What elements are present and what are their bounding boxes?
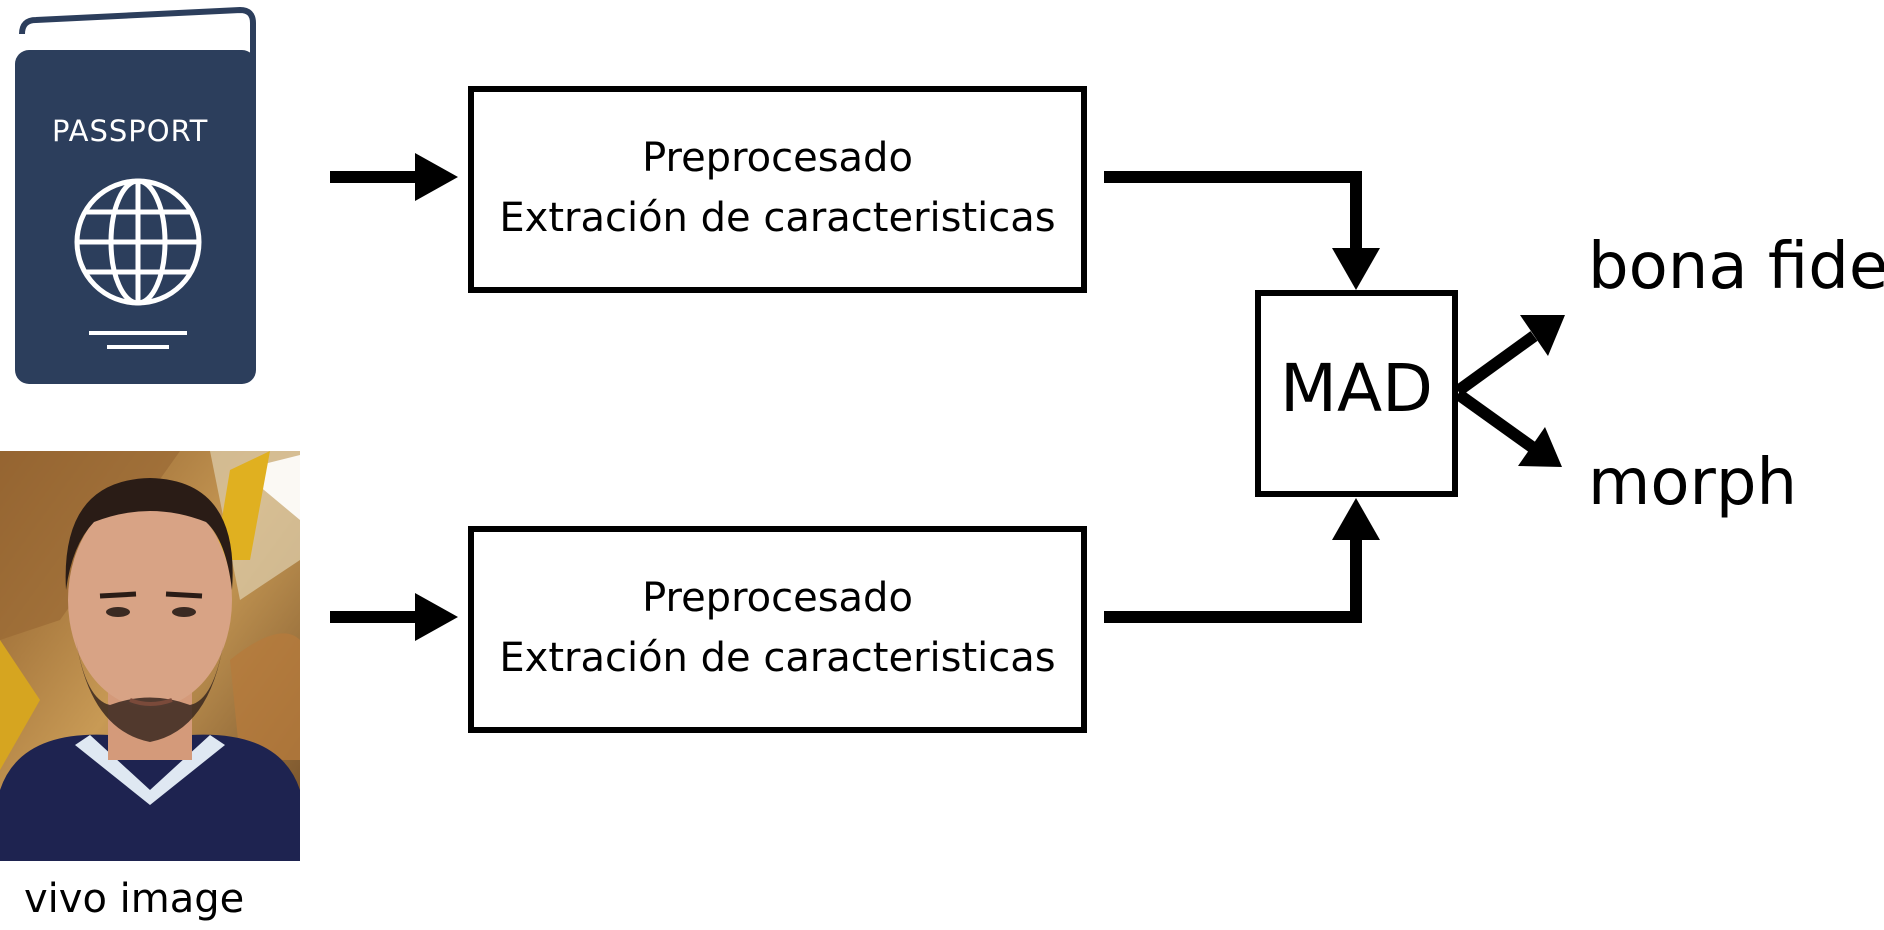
passport-icon: [15, 6, 256, 384]
connector-top-to-mad: [1104, 171, 1380, 290]
top-box-label: Preprocesado Extración de caracteristica…: [474, 128, 1081, 248]
mad-box: [1255, 290, 1458, 497]
photo-caption: vivo image: [24, 876, 245, 922]
globe-icon: [74, 178, 202, 306]
top-box-line2: Extración de caracteristicas: [499, 195, 1056, 241]
arrow-to-bona-fide: [1454, 315, 1565, 396]
bona-fide-label: bona fide: [1588, 230, 1884, 304]
top-box-line1: Preprocesado: [642, 135, 913, 181]
bottom-processing-box: [468, 526, 1087, 733]
bottom-box-label: Preprocesado Extración de caracteristica…: [474, 568, 1081, 688]
arrow-to-morph: [1454, 389, 1562, 467]
passport-title: PASSPORT: [52, 114, 209, 148]
bottom-box-line2: Extración de caracteristicas: [499, 635, 1056, 681]
bottom-box-line1: Preprocesado: [642, 575, 913, 621]
arrow-passport-to-top-box: [330, 153, 458, 201]
vivo-photo: [0, 451, 300, 861]
top-processing-box: [468, 86, 1087, 293]
morph-label: morph: [1588, 446, 1797, 520]
mad-label: MAD: [1280, 350, 1433, 427]
arrow-photo-to-bottom-box: [330, 593, 458, 641]
connector-bottom-to-mad: [1104, 498, 1380, 623]
